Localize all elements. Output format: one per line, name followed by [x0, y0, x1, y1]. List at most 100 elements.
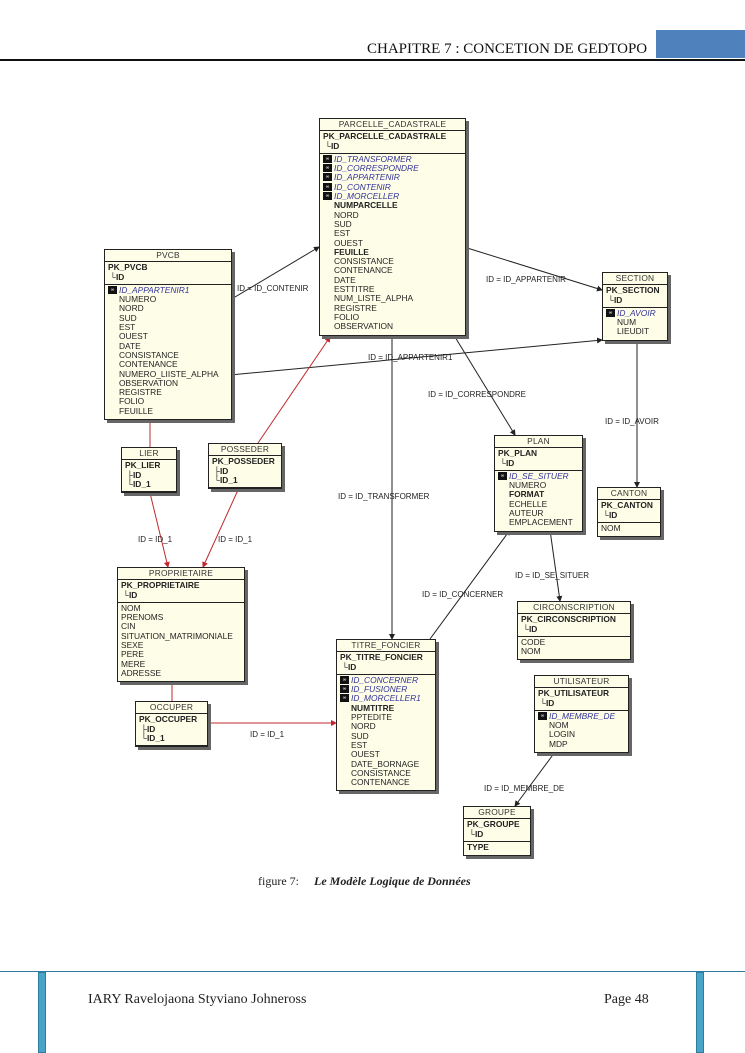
primary-key-column: └ID	[108, 272, 228, 282]
column: CONSISTANCE	[108, 350, 228, 360]
key-bracket-icon: └	[342, 661, 348, 672]
primary-key-column: └ID	[538, 697, 625, 708]
primary-key-column: ├ID	[212, 465, 278, 476]
column: REGISTRE	[323, 303, 462, 313]
column: EST	[323, 229, 462, 238]
column-name: PERE	[121, 649, 144, 660]
primary-key-section: PK_TITRE_FONCIER└ID	[337, 652, 435, 675]
column: EST	[108, 322, 228, 333]
column-name: DATE_BORNAGE	[351, 758, 420, 769]
column: NORD	[340, 722, 432, 731]
column-name: ID_SE_SITUER	[509, 470, 569, 481]
columns-list: NOM	[598, 523, 660, 536]
column: REGISTRE	[108, 388, 228, 397]
key-bracket-icon: └	[325, 140, 331, 151]
entity-name: GROUPE	[464, 807, 530, 820]
key-bracket-icon: ├	[214, 465, 220, 476]
primary-key-column-name: ID	[545, 697, 555, 708]
column-name: SITUATION_MATRIMONIALE	[121, 630, 233, 641]
entity-name: PROPRIETAIRE	[118, 568, 244, 581]
column: EST	[340, 740, 432, 750]
primary-key-name: PK_PLAN	[498, 448, 538, 459]
column-name: OBSERVATION	[334, 321, 394, 332]
primary-key-column-name: ID	[219, 465, 229, 476]
column-name: ID_APPARTENIR	[334, 172, 400, 183]
foreign-key-icon: ∞	[323, 182, 332, 191]
footer-page-number: Page 48	[604, 992, 649, 1007]
column-name: FORMAT	[509, 489, 545, 500]
relation-label: ID = ID_1	[218, 535, 253, 544]
relation-line-appartenir	[463, 246, 603, 292]
column: CONTENANCE	[323, 266, 462, 275]
foreign-key-column: ∞ID_TRANSFORMER	[323, 153, 462, 164]
foreign-key-column: ∞ID_FUSIONER	[340, 685, 432, 694]
key-bracket-icon: └	[214, 474, 220, 485]
column-name: ID_TRANSFORMER	[334, 153, 412, 164]
column-name: ADRESSE	[121, 667, 162, 678]
primary-key-column: └ID	[323, 140, 462, 151]
figure-caption-title: Le Modèle Logique de Données	[314, 874, 471, 888]
column: NUMTITRE	[340, 703, 432, 713]
column: LIEUDIT	[606, 327, 664, 336]
key-bracket-icon: └	[123, 589, 129, 600]
column: OBSERVATION	[108, 378, 228, 388]
key-bracket-icon: └	[540, 697, 546, 708]
foreign-key-column: ∞ID_MORCELLER1	[340, 694, 432, 703]
column: NUM	[606, 318, 664, 327]
relation-line-se-situer	[549, 529, 563, 602]
foreign-key-icon: ∞	[340, 685, 349, 694]
primary-key-column: └ID	[498, 458, 579, 468]
primary-key-section: PK_OCCUPER├ID└ID_1	[136, 714, 207, 747]
primary-key-column-name: ID	[128, 589, 138, 600]
figure-caption-label: figure 7:	[258, 874, 299, 888]
column-name: ID_FUSIONER	[351, 684, 408, 695]
column-name: REGISTRE	[119, 387, 162, 398]
primary-key-section: PK_LIER├ID└ID_1	[122, 460, 176, 493]
column: NOM	[538, 721, 625, 730]
relation-label: ID = ID_SE_SITUER	[515, 571, 590, 580]
column: PPTEDITE	[340, 712, 432, 722]
primary-key-column: └ID	[521, 624, 627, 634]
column: DATE	[108, 340, 228, 351]
foreign-key-column: ∞ID_APPARTENIR1	[108, 285, 228, 295]
column-name: ID_CONCERNER	[351, 674, 419, 685]
column-name: EST	[119, 322, 136, 333]
column: CODE	[521, 637, 627, 647]
entity-name: PARCELLE_CADASTRALE	[320, 119, 465, 132]
primary-key-column-name: ID	[613, 294, 623, 305]
column-name: DATE	[119, 340, 141, 351]
column-name: CONSISTANCE	[351, 767, 411, 778]
column: CONTENANCE	[340, 778, 432, 787]
header-accent-block	[656, 30, 745, 58]
relation-label: ID = ID_AVOIR	[605, 417, 659, 426]
column-name: NUMERO_LIISTE_ALPHA	[119, 368, 219, 379]
column-name: NUM_LISTE_ALPHA	[334, 293, 414, 304]
chapter-header-title: CHAPITRE 7 : CONCETION DE GEDTOPO	[367, 41, 648, 57]
column: CONTENANCE	[108, 360, 228, 369]
primary-key-column-name: ID	[474, 828, 484, 839]
column-name: OUEST	[334, 237, 363, 248]
relation-line-correspondre	[454, 336, 516, 436]
column: NOM	[121, 603, 241, 613]
column-name: OUEST	[119, 331, 148, 342]
column-name: ID_AVOIR	[617, 307, 656, 318]
column-name: NORD	[119, 303, 144, 314]
column-name: CONSISTANCE	[334, 256, 394, 267]
foreign-key-icon: ∞	[323, 173, 332, 182]
columns-list: TYPE	[464, 842, 530, 855]
column: DATE_BORNAGE	[340, 758, 432, 769]
primary-key-name: PK_PARCELLE_CADASTRALE	[323, 131, 447, 142]
column-name: PRENOMS	[121, 612, 164, 623]
column: ADRESSE	[121, 667, 241, 678]
primary-key-column: └ID	[606, 294, 664, 305]
footer-accent-bar-right	[696, 972, 704, 1053]
